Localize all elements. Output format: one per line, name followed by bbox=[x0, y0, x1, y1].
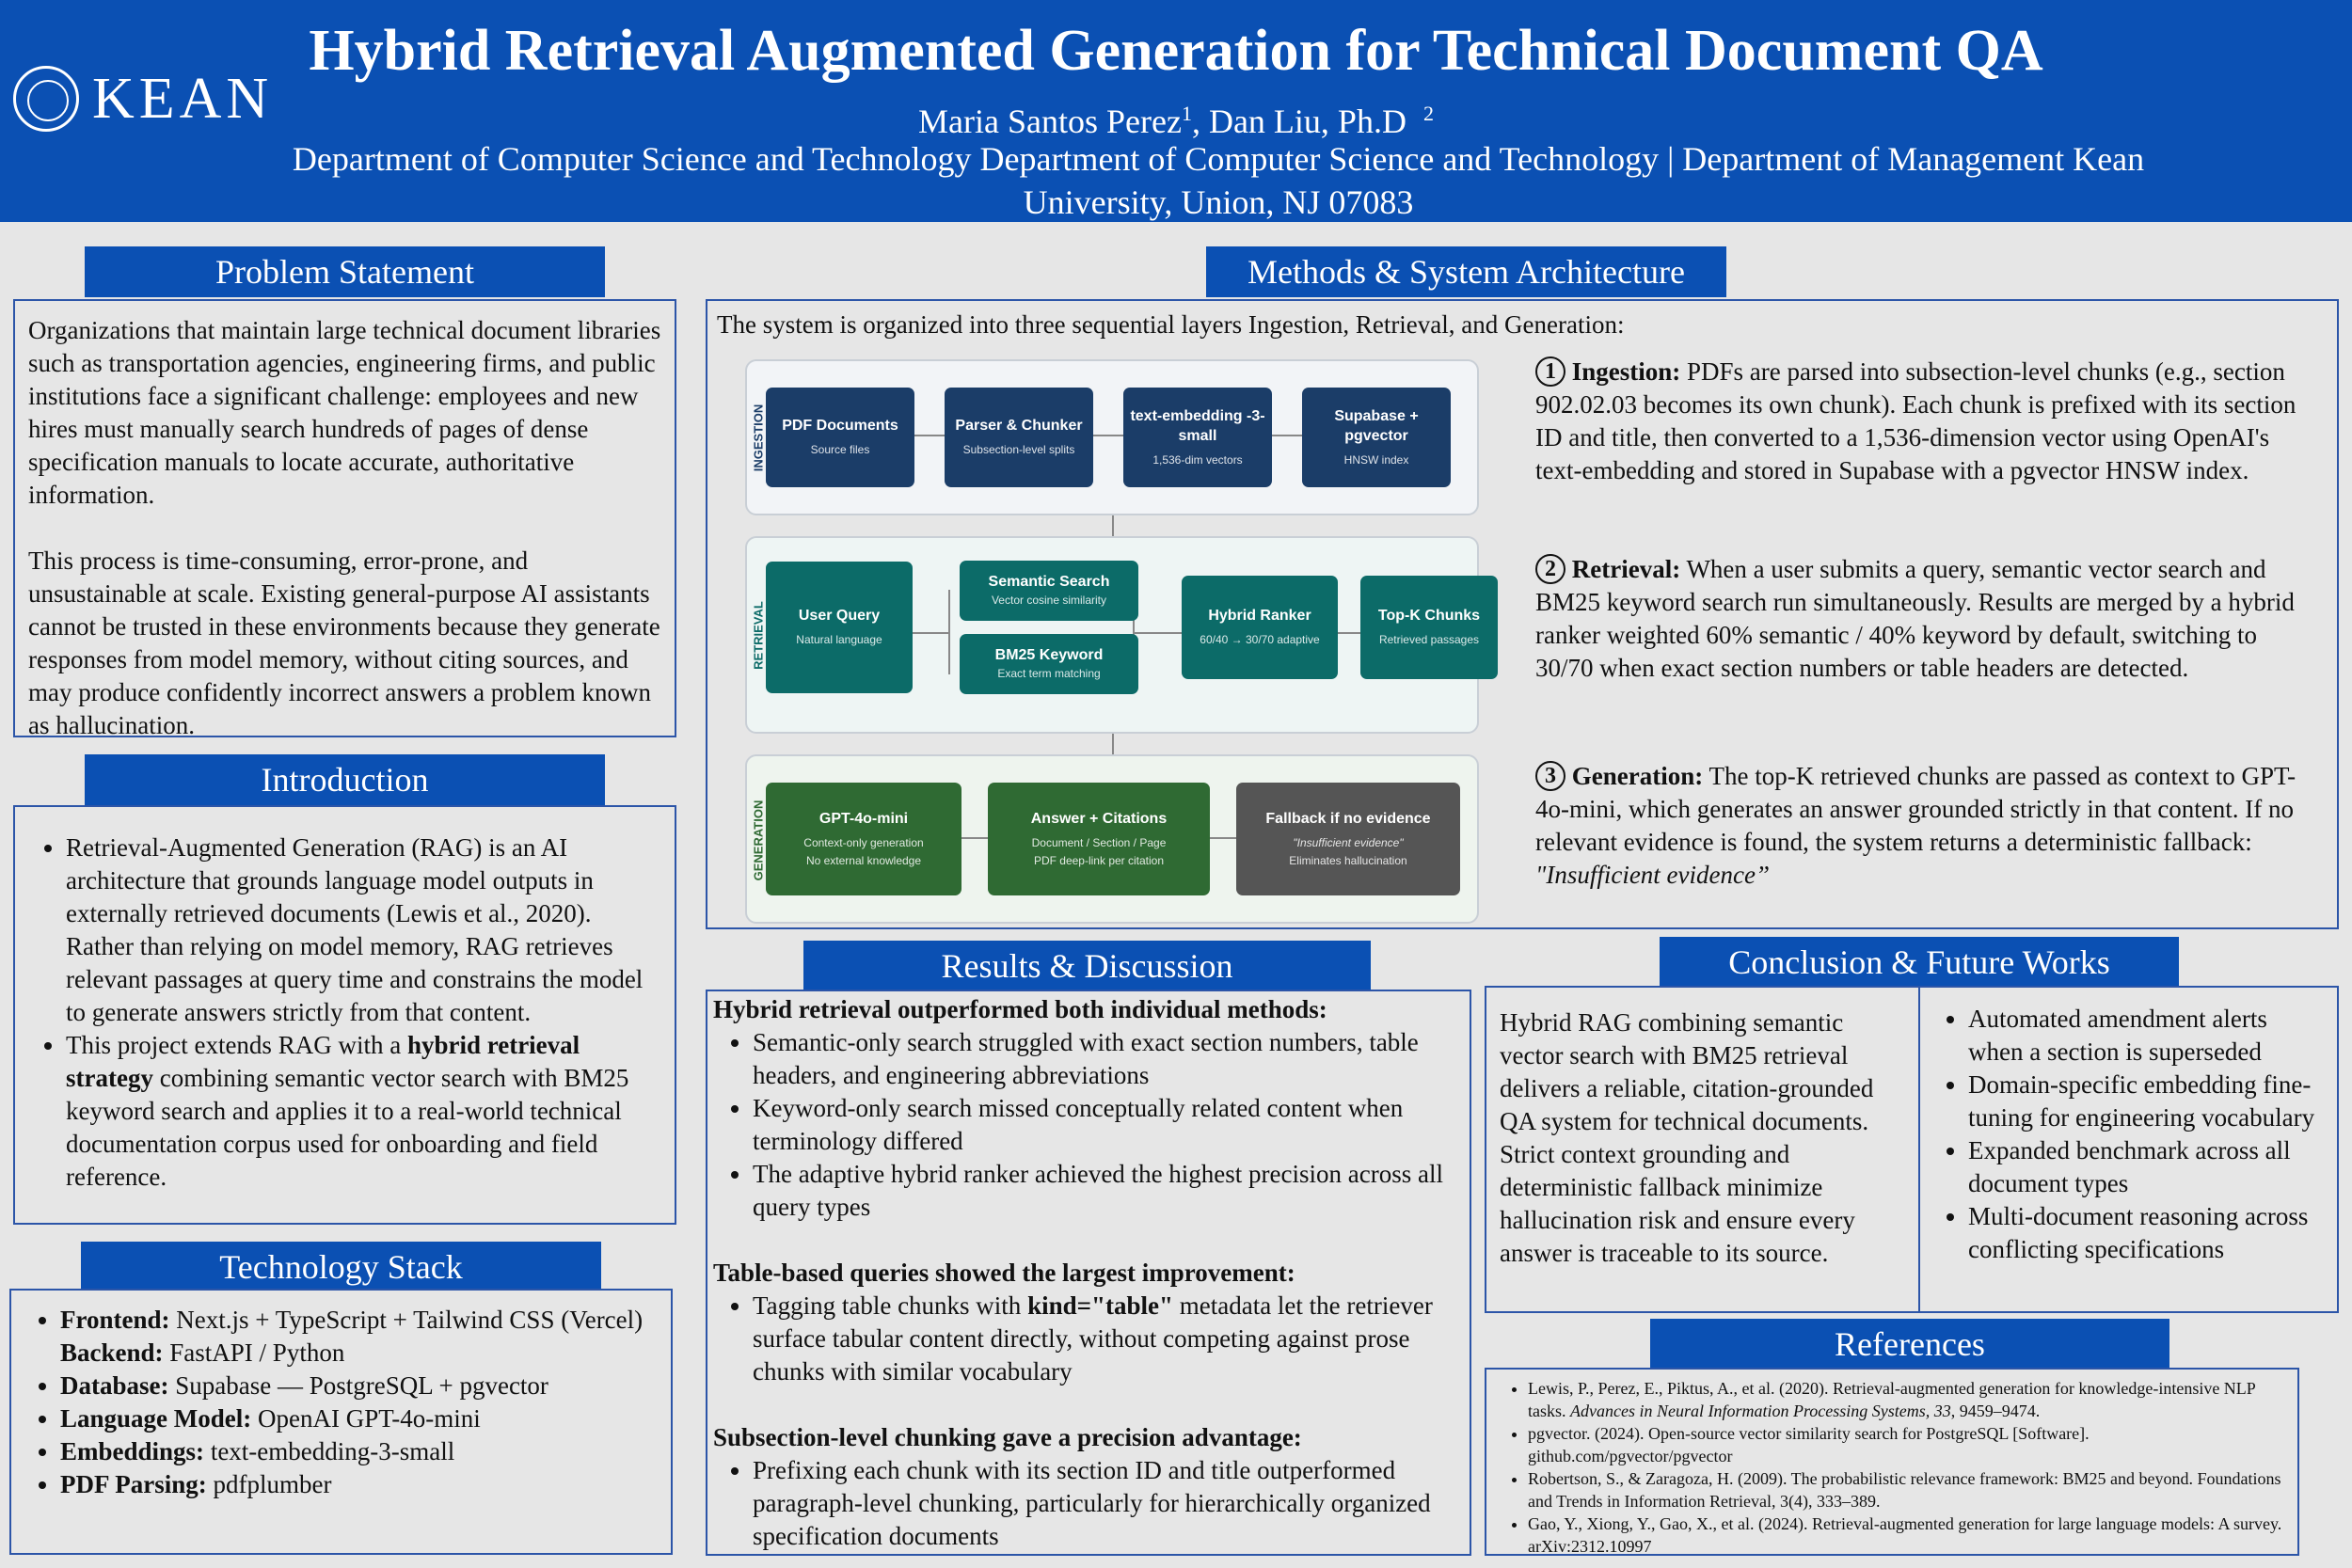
results-item: Tagging table chunks with kind="table" m… bbox=[753, 1290, 1464, 1388]
ingestion-description: 1 Ingestion: PDFs are parsed into subsec… bbox=[1535, 356, 2296, 484]
results-item: Semantic-only search struggled with exac… bbox=[753, 1026, 1464, 1092]
author-1: Maria Santos Perez bbox=[918, 103, 1182, 140]
retrieval-label: RETRIEVAL bbox=[751, 601, 766, 670]
intro-bullet-1: Retrieval-Augmented Generation (RAG) is … bbox=[66, 832, 665, 1029]
problem-paragraph-1: Organizations that maintain large techni… bbox=[28, 316, 661, 509]
tech-frontend: Frontend: Next.js + TypeScript + Tailwin… bbox=[60, 1304, 661, 1337]
introduction-heading: Introduction bbox=[85, 754, 605, 805]
reference-item: Robertson, S., & Zaragoza, H. (2009). Th… bbox=[1528, 1467, 2288, 1513]
conclusion-heading: Conclusion & Future Works bbox=[1660, 937, 2179, 988]
reference-item: Lewis, P., Perez, E., Piktus, A., et al.… bbox=[1528, 1377, 2288, 1422]
step-1-badge: 1 bbox=[1535, 356, 1565, 387]
technology-box: Frontend: Next.js + TypeScript + Tailwin… bbox=[9, 1289, 673, 1555]
ingestion-connector bbox=[879, 435, 1349, 436]
tech-backend: Backend: FastAPI / Python bbox=[60, 1338, 345, 1367]
future-item: Automated amendment alerts when a sectio… bbox=[1968, 1003, 2326, 1069]
future-item: Domain-specific embedding fine-tuning fo… bbox=[1968, 1069, 2326, 1134]
methods-heading: Methods & System Architecture bbox=[1206, 246, 1726, 297]
results-item: Keyword-only search missed conceptually … bbox=[753, 1092, 1464, 1158]
author-2-affil: 2 bbox=[1422, 102, 1434, 125]
problem-heading: Problem Statement bbox=[85, 246, 605, 297]
problem-box: Organizations that maintain large techni… bbox=[13, 299, 676, 739]
references-heading: References bbox=[1650, 1319, 2169, 1370]
poster-header: KEAN Hybrid Retrieval Augmented Generati… bbox=[0, 0, 2352, 222]
results-subhead-3: Subsection-level chunking gave a precisi… bbox=[713, 1423, 1302, 1451]
layer-connector-2 bbox=[1112, 734, 1114, 754]
ingestion-label: INGESTION bbox=[751, 404, 766, 472]
results-box: Hybrid retrieval outperformed both indiv… bbox=[706, 990, 1471, 1556]
tech-pdf-parsing: PDF Parsing: pdfplumber bbox=[60, 1468, 661, 1501]
fallback-node: Fallback if no evidence"Insufficient evi… bbox=[1236, 783, 1460, 895]
problem-paragraph-2: This process is time-consuming, error-pr… bbox=[28, 546, 660, 739]
technology-heading: Technology Stack bbox=[81, 1242, 601, 1292]
tech-embeddings: Embeddings: text-embedding-3-small bbox=[60, 1435, 661, 1468]
tech-language-model: Language Model: OpenAI GPT-4o-mini bbox=[60, 1402, 661, 1435]
results-item: Prefixing each chunk with its section ID… bbox=[753, 1454, 1464, 1553]
references-box: Lewis, P., Perez, E., Piktus, A., et al.… bbox=[1485, 1368, 2299, 1556]
logo-wordmark: KEAN bbox=[92, 67, 274, 131]
conclusion-divider bbox=[1918, 988, 1920, 1311]
layer-connector-1 bbox=[1112, 515, 1114, 536]
query-connector bbox=[912, 632, 949, 634]
intro-bullet-2: This project extends RAG with a hybrid r… bbox=[66, 1029, 665, 1194]
reference-item: pgvector. (2024). Open-source vector sim… bbox=[1528, 1422, 2288, 1467]
conclusion-text: Hybrid RAG combining semantic vector sea… bbox=[1500, 1008, 1874, 1267]
introduction-box: Retrieval-Augmented Generation (RAG) is … bbox=[13, 805, 676, 1225]
retrieval-description: 2 Retrieval: When a user submits a query… bbox=[1535, 554, 2295, 682]
methods-intro: The system is organized into three seque… bbox=[717, 310, 1625, 339]
conclusion-box: Hybrid RAG combining semantic vector sea… bbox=[1485, 986, 2339, 1313]
future-item: Expanded benchmark across all document t… bbox=[1968, 1134, 2326, 1200]
affiliation: Department of Computer Science and Techn… bbox=[292, 140, 2145, 221]
methods-box: The system is organized into three seque… bbox=[706, 299, 2339, 929]
tech-database: Database: Supabase — PostgreSQL + pgvect… bbox=[60, 1370, 661, 1402]
step-3-badge: 3 bbox=[1535, 761, 1565, 791]
generation-label: GENERATION bbox=[751, 800, 766, 881]
author-1-affil: 1 bbox=[1181, 102, 1192, 125]
generation-description: 3 Generation: The top-K retrieved chunks… bbox=[1535, 761, 2296, 889]
step-2-badge: 2 bbox=[1535, 554, 1565, 584]
split-connector bbox=[948, 590, 950, 674]
future-item: Multi-document reasoning across conflict… bbox=[1968, 1200, 2326, 1266]
reference-item: Gao, Y., Xiong, Y., Gao, X., et al. (202… bbox=[1528, 1513, 2288, 1558]
results-item: The adaptive hybrid ranker achieved the … bbox=[753, 1158, 1464, 1224]
poster-title: Hybrid Retrieval Augmented Generation fo… bbox=[309, 19, 2043, 83]
results-heading: Results & Discussion bbox=[803, 941, 1371, 991]
university-seal-icon bbox=[13, 66, 79, 132]
kean-logo: KEAN bbox=[13, 66, 268, 132]
results-subhead-1: Hybrid retrieval outperformed both indiv… bbox=[713, 995, 1327, 1023]
results-subhead-2: Table-based queries showed the largest i… bbox=[713, 1259, 1295, 1287]
authors: Maria Santos Perez1, Dan Liu, Ph.D 2 bbox=[0, 92, 2352, 143]
future-works-list: Automated amendment alerts when a sectio… bbox=[1931, 1003, 2326, 1266]
author-2: , Dan Liu, Ph.D bbox=[1191, 103, 1406, 140]
